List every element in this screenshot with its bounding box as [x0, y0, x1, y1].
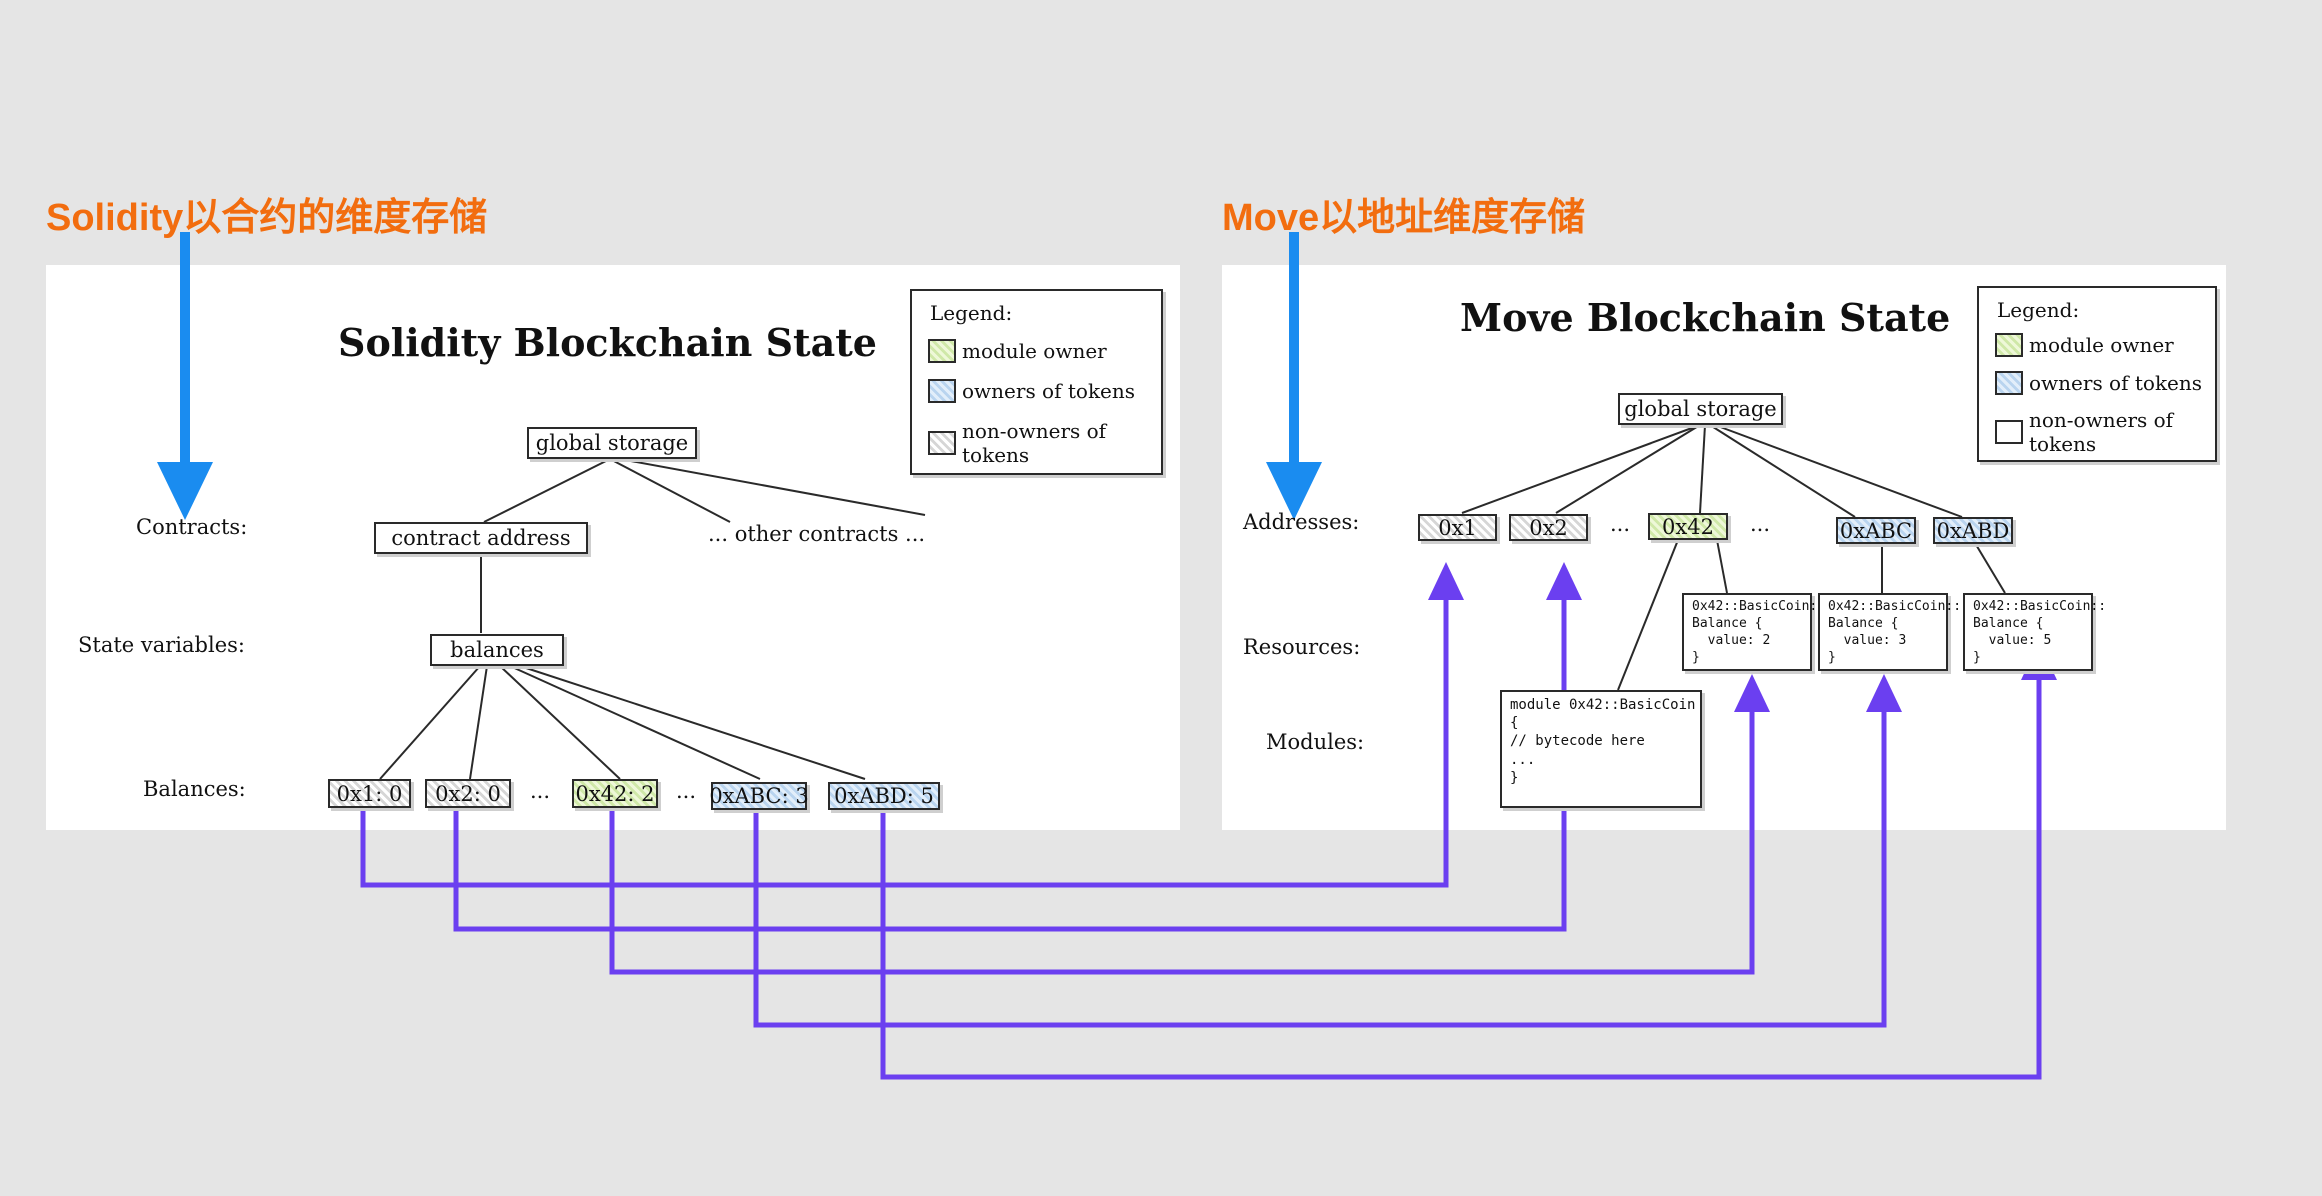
ellipsis: ...	[1750, 512, 1771, 536]
address-node: 0xABD	[1933, 517, 2013, 544]
row-label-state-variables: State variables:	[78, 633, 245, 657]
address-node: 0x2	[1509, 514, 1588, 541]
row-label-resources: Resources:	[1243, 635, 1361, 659]
ellipsis: ...	[530, 779, 551, 803]
legend-title: Legend:	[1997, 298, 2080, 322]
resource-box: 0x42::BasicCoin:: Balance { value: 5 }	[1963, 593, 2106, 671]
resource-box: 0x42::BasicCoin:: Balance { value: 2 }	[1682, 593, 1825, 671]
legend-non-owners: non-owners of tokens	[928, 419, 1106, 467]
move-global-storage-node: global storage	[1618, 393, 1783, 425]
legend-owners-of-tokens: owners of tokens	[928, 379, 1135, 403]
contract-address-node: contract address	[374, 522, 588, 554]
arrowhead-0x42	[1734, 674, 1770, 712]
edge-balances-0x42	[499, 665, 621, 780]
non-owners-swatch	[1995, 420, 2023, 444]
balance-item: 0xABC: 3	[709, 782, 809, 810]
legend-item-label: non-owners of	[2029, 408, 2174, 432]
edge-0x42-resource	[1716, 539, 1728, 594]
move-diagram-title: Move Blockchain State	[1460, 295, 1951, 340]
other-contracts-label: ... other contracts ...	[708, 522, 926, 546]
legend-item-label: module owner	[962, 339, 1107, 363]
legend-non-owners: non-owners of tokens	[1995, 408, 2173, 456]
edge-move-0x2	[1555, 424, 1701, 514]
edge-0x42-module	[1617, 539, 1679, 691]
legend-module-owner: module owner	[1995, 333, 2174, 357]
balances-node: balances	[430, 634, 564, 666]
balance-item: 0xABD: 5	[828, 782, 940, 810]
balance-item: 0x2: 0	[425, 779, 511, 808]
arrowhead-0xABC	[1866, 674, 1902, 712]
solidity-legend: Legend: module owner owners of tokens no…	[910, 289, 1163, 475]
owners-of-tokens-swatch	[928, 379, 956, 403]
solidity-down-arrow	[157, 462, 213, 520]
move-heading: Move以地址维度存储	[1222, 197, 1586, 239]
address-node: 0x1	[1418, 514, 1497, 541]
balance-item: 0x1: 0	[328, 779, 411, 808]
row-label-modules: Modules:	[1266, 730, 1365, 754]
balance-item: 0x42: 2	[572, 779, 658, 808]
ellipsis: ...	[1610, 512, 1631, 536]
legend-title: Legend:	[930, 301, 1013, 325]
module-owner-swatch	[928, 339, 956, 363]
edge-balances-0x1	[379, 665, 481, 780]
legend-owners-of-tokens: owners of tokens	[1995, 371, 2202, 395]
edge-balances-0x2	[469, 665, 488, 780]
connector-0xABD	[880, 675, 2042, 1080]
legend-item-label: tokens	[2029, 432, 2097, 456]
module-box: module 0x42::BasicCoin { // bytecode her…	[1500, 690, 1702, 808]
module-owner-swatch	[1995, 333, 2023, 357]
edge-move-0x1	[1461, 424, 1701, 514]
connector-0x1	[360, 595, 1449, 888]
ellipsis: ...	[676, 779, 697, 803]
solidity-global-storage-node: global storage	[527, 427, 697, 459]
non-owners-swatch	[928, 431, 956, 455]
address-node: 0x42	[1648, 513, 1728, 540]
legend-item-label: module owner	[2029, 333, 2174, 357]
legend-item-label: owners of tokens	[962, 379, 1136, 403]
edge-move-0x42	[1699, 424, 1706, 514]
resource-box: 0x42::BasicCoin:: Balance { value: 3 }	[1818, 593, 1961, 671]
legend-item-label: owners of tokens	[2029, 371, 2203, 395]
connector-0x2	[453, 595, 1567, 932]
connector-0x42	[609, 707, 1755, 975]
legend-module-owner: module owner	[928, 339, 1107, 363]
edge-balances-0xABD	[519, 665, 866, 780]
solidity-diagram-title: Solidity Blockchain State	[338, 320, 877, 365]
connector-0xABC	[753, 707, 1887, 1028]
address-node: 0xABC	[1836, 517, 1916, 544]
legend-item-label: non-owners of	[962, 419, 1107, 443]
edge-move-0xABD	[1714, 424, 1963, 518]
move-legend: Legend: module owner owners of tokens no…	[1977, 286, 2217, 462]
edge-global-contract	[483, 458, 611, 523]
row-label-balances: Balances:	[143, 777, 246, 801]
edge-global-other-1	[609, 458, 731, 523]
arrowhead-0x1	[1428, 562, 1464, 600]
edge-global-other-2	[619, 458, 926, 516]
edge-move-0xABC	[1709, 424, 1856, 518]
edge-balances-0xABC	[509, 665, 761, 780]
row-label-addresses: Addresses:	[1243, 510, 1360, 534]
edge-0xABD-resource	[1974, 542, 2006, 594]
solidity-heading: Solidity以合约的维度存储	[46, 197, 488, 239]
row-label-contracts: Contracts:	[136, 515, 248, 539]
owners-of-tokens-swatch	[1995, 371, 2023, 395]
arrowhead-0x2	[1546, 562, 1582, 600]
move-down-arrow	[1266, 462, 1322, 520]
legend-item-label: tokens	[962, 443, 1030, 467]
